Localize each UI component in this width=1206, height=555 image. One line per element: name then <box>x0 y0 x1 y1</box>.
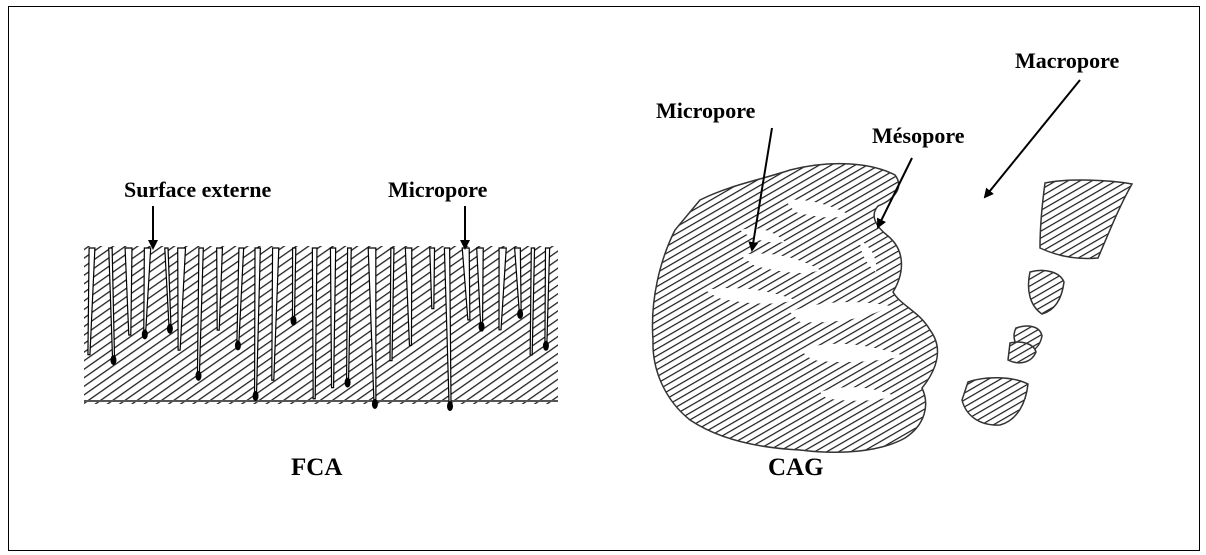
fca-pore-bottom-mark <box>345 378 351 388</box>
fca-pore-bottom-mark <box>167 324 173 334</box>
arrow-macropore <box>985 80 1080 197</box>
fca-pore-bottom-mark <box>142 329 148 339</box>
fca-pore-bottom-mark <box>543 341 549 351</box>
fca-pore-bottom-mark <box>235 340 241 350</box>
cag-fragment <box>1040 180 1132 258</box>
cag-fragment <box>1029 270 1065 314</box>
label-mesopore: Mésopore <box>872 123 965 148</box>
cag-fragment <box>1008 342 1036 363</box>
fca-pore-bottom-mark <box>290 316 296 326</box>
fca-slab <box>84 246 558 411</box>
label-micropore-cag: Micropore <box>656 98 756 123</box>
label-macropore: Macropore <box>1015 48 1119 73</box>
fca-pore-bottom-mark <box>372 399 378 409</box>
label-micropore-fca: Micropore <box>388 177 488 202</box>
caption-cag: CAG <box>768 454 824 481</box>
caption-fca: FCA <box>291 454 342 481</box>
fca-pore-bottom-mark <box>479 322 485 332</box>
cag-granule <box>652 164 1132 453</box>
fca-pore-bottom-mark <box>110 355 116 365</box>
cag-fragment <box>962 378 1028 425</box>
fca-pore-bottom-mark <box>517 309 523 319</box>
label-surface-externe: Surface externe <box>124 177 271 202</box>
fca-pore-bottom-mark <box>253 391 259 401</box>
fca-pore-bottom-mark <box>447 401 453 411</box>
fca-pore-bottom-mark <box>195 371 201 381</box>
